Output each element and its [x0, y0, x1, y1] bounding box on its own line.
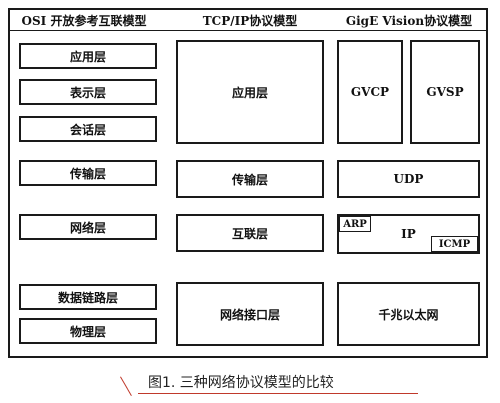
gige-udp-layer: UDP	[337, 160, 480, 198]
gige-ip-label: IP	[401, 227, 416, 241]
caption-area: 图1. 三种网络协议模型的比较	[0, 362, 500, 403]
gige-gvsp-layer: GVSP	[410, 40, 480, 144]
tcpip-internet-layer: 互联层	[176, 214, 324, 252]
gige-icmp-box: ICMP	[431, 236, 478, 252]
header-tcpip: TCP/IP协议模型	[202, 14, 298, 28]
osi-presentation-layer: 表示层	[19, 79, 157, 105]
osi-application-layer: 应用层	[19, 43, 157, 69]
header-osi: OSI 开放参考互联模型	[21, 14, 147, 28]
header-divider	[8, 30, 488, 31]
gige-ethernet-layer: 千兆以太网	[337, 282, 480, 346]
gige-arp-box: ARP	[339, 216, 371, 232]
osi-datalink-layer: 数据链路层	[19, 284, 157, 310]
header-gige: GigE Vision协议模型	[345, 14, 473, 28]
caption-accent-tick	[120, 376, 132, 396]
caption-underline	[138, 393, 418, 394]
figure-caption: 图1. 三种网络协议模型的比较	[148, 375, 334, 391]
osi-session-layer: 会话层	[19, 116, 157, 142]
osi-network-layer: 网络层	[19, 214, 157, 240]
tcpip-transport-layer: 传输层	[176, 160, 324, 198]
tcpip-network-interface-layer: 网络接口层	[176, 282, 324, 346]
osi-transport-layer: 传输层	[19, 160, 157, 186]
tcpip-application-layer: 应用层	[176, 40, 324, 144]
gige-gvcp-layer: GVCP	[337, 40, 403, 144]
osi-physical-layer: 物理层	[19, 318, 157, 344]
